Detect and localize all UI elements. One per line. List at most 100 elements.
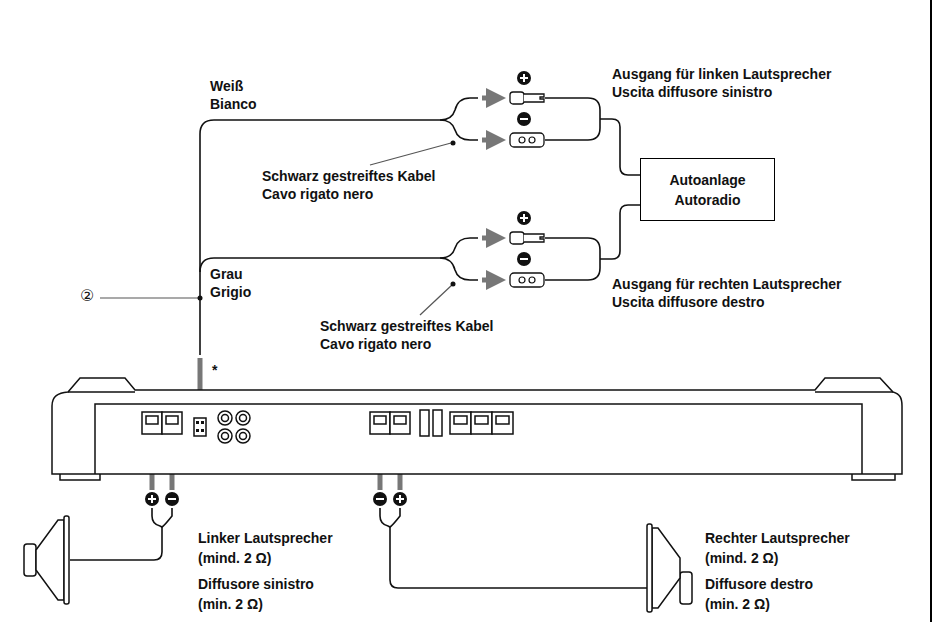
callout-number: ② (80, 288, 94, 304)
amplifier-body-part (475, 416, 488, 424)
amplifier-body-part (496, 416, 509, 424)
speaker-label: (min. 2 Ω) (705, 596, 770, 612)
spade-plug (510, 92, 544, 287)
leader-dot (451, 282, 456, 287)
speaker-symbol (24, 516, 692, 612)
cable-label: Cavo rigato nero (320, 336, 431, 352)
amplifier-body-part (236, 411, 250, 425)
amplifier-body-part (394, 416, 406, 424)
amplifier-body-part (166, 416, 178, 424)
speaker-wire-part (152, 508, 172, 527)
output-label: Ausgang für linken Lautsprecher (612, 66, 831, 82)
speaker-label: (mind. 2 Ω) (705, 550, 778, 566)
amplifier-body-part (95, 404, 862, 474)
speaker-symbol-part (64, 516, 69, 604)
output-label: Ausgang für rechten Lautsprecher (612, 276, 842, 292)
amplifier-body-part (420, 410, 429, 436)
spade-plug-part (510, 232, 544, 244)
amplifier-body-part (52, 378, 902, 474)
wire-color: Grau (210, 266, 243, 282)
page-border (930, 0, 932, 622)
box-text: Autoanlage (669, 170, 745, 190)
cable-label: Cavo rigato nero (262, 186, 373, 202)
wire-color: Bianco (210, 96, 257, 112)
leader-line-part (100, 297, 198, 298)
amplifier-body-part (218, 429, 232, 443)
polarity-symbol-part (517, 252, 531, 266)
connector-pin-part (196, 429, 199, 432)
insert-arrow-part (482, 138, 496, 143)
speaker-symbol-part (36, 520, 64, 600)
signal-cable-part (600, 205, 640, 259)
amplifier-body-part (240, 433, 247, 440)
output-label: Uscita diffusore sinistro (612, 84, 772, 100)
polarity-symbol-part (517, 112, 531, 126)
leader-line-part (370, 143, 451, 165)
polarity-symbol-part (517, 71, 531, 85)
polarity-symbol-part (145, 492, 159, 506)
speaker-symbol-part (24, 544, 36, 576)
wire-color: Grigio (210, 284, 251, 300)
speaker-wire-part (380, 508, 400, 527)
speaker-label: Linker Lautsprecher (198, 530, 333, 546)
leader-dot (198, 296, 203, 301)
signal-cable-part (545, 238, 600, 280)
speaker-symbol-part (647, 524, 652, 612)
leader-dot (451, 141, 456, 146)
amplifier-body-part (222, 433, 229, 440)
amplifier-body-part (146, 416, 158, 424)
speaker-label: (mind. 2 Ω) (198, 550, 271, 566)
spade-plug-part (510, 133, 544, 147)
cable-label: Schwarz gestreiftes Kabel (262, 168, 436, 184)
speaker-wire-part (70, 527, 162, 560)
signal-cable-part (440, 238, 478, 258)
amplifier-body-part (236, 429, 250, 443)
amplifier-body-part (454, 416, 467, 424)
wire-color: Weiß (210, 78, 243, 94)
speaker-label: (min. 2 Ω) (198, 596, 263, 612)
signal-cable-part (545, 98, 600, 140)
amplifier-body-part (492, 412, 513, 434)
insert-arrow-part (482, 96, 496, 101)
signal-cable (200, 98, 640, 355)
device-box: AutoanlageAutoradio (640, 158, 775, 221)
amplifier-body-part (390, 412, 410, 434)
leader-line (100, 143, 453, 315)
amplifier-body-part (68, 391, 893, 393)
speaker-label: Rechter Lautsprecher (705, 530, 850, 546)
speaker-symbol-part (680, 572, 692, 604)
connector-pin-part (201, 421, 204, 424)
amplifier-body-part (374, 416, 386, 424)
spade-plug-part (510, 273, 544, 287)
speaker-symbol-part (652, 528, 680, 608)
amplifier-body-part (218, 411, 232, 425)
insert-arrow-part (482, 236, 496, 241)
amplifier-body-part (194, 418, 206, 436)
amplifier-body-part (240, 415, 247, 422)
signal-cable-part (440, 98, 478, 120)
insert-arrow-part (482, 278, 496, 283)
amplifier-body (52, 378, 902, 480)
speaker-label: Diffusore sinistro (198, 576, 314, 592)
amplifier-body-part (162, 412, 182, 434)
amplifier-body-part (60, 474, 895, 480)
amplifier-body-part (222, 415, 229, 422)
amplifier-body-part (433, 410, 442, 436)
amplifier-body-part (142, 412, 162, 434)
amplifier-body-part (450, 412, 471, 434)
speaker-label: Diffusore destro (705, 576, 813, 592)
connector-pin-part (201, 429, 204, 432)
spade-plug-part (510, 92, 544, 104)
polarity-symbol-part (373, 492, 387, 506)
amplifier-body-part (471, 412, 492, 434)
signal-cable-part (440, 258, 478, 280)
connector-pin-part (196, 421, 199, 424)
signal-cable-part (440, 120, 478, 140)
box-text: Autoradio (674, 190, 740, 210)
output-label: Uscita diffusore destro (612, 294, 764, 310)
polarity-symbol-part (517, 211, 531, 225)
footnote-mark: * (212, 362, 217, 378)
leader-line-part (420, 284, 453, 315)
speaker-wire (70, 508, 654, 588)
